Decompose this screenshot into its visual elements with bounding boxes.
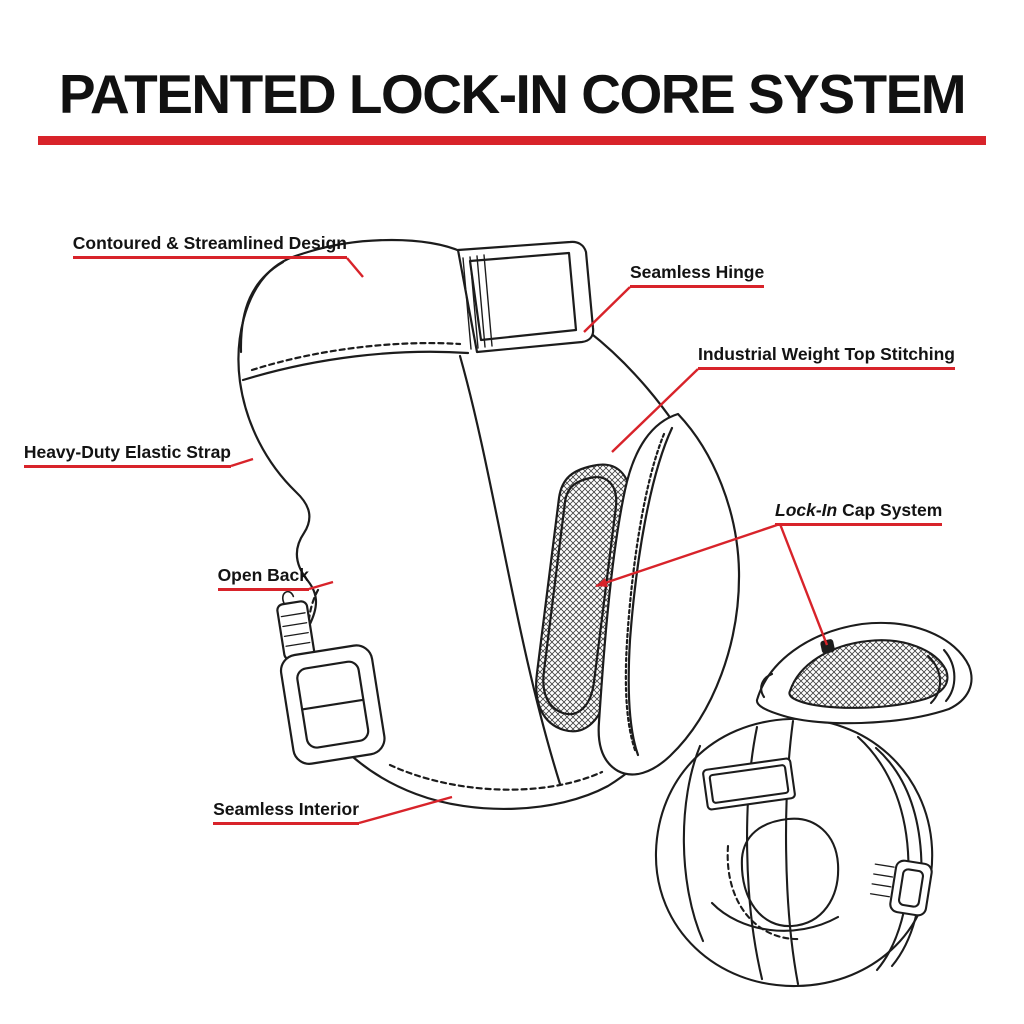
- detached-cap: [755, 621, 973, 725]
- cap-system-detail: [654, 621, 973, 988]
- left-seam: [682, 744, 705, 943]
- thigh-band-stitch: [250, 341, 462, 372]
- lock-in-cap: [597, 412, 741, 776]
- strap-band-edge: [874, 746, 923, 968]
- leader-lines: [230, 257, 829, 825]
- thigh-band-seam: [241, 350, 470, 382]
- callout-text: Heavy-Duty Elastic Strap: [23, 442, 231, 462]
- top-strap: [456, 240, 595, 354]
- callout-seamless-hinge: Seamless Hinge: [630, 262, 765, 288]
- page-title: PATENTED LOCK-IN CORE SYSTEM: [58, 63, 967, 125]
- callout-text: Open Back: [217, 565, 309, 585]
- callout-industrial-weight-top-stitching: Industrial Weight Top Stitching: [698, 344, 955, 370]
- leader-lockin-cap: [778, 523, 829, 646]
- leader-hinge: [583, 286, 631, 333]
- center-seam: [746, 725, 764, 981]
- leader-strap: [230, 457, 254, 468]
- lock-tab: [820, 639, 835, 654]
- callout-text: Cap System: [837, 500, 943, 520]
- callout-seamless-interior: Seamless Interior: [213, 799, 359, 825]
- callout-text: Seamless Interior: [213, 799, 359, 819]
- strap-buckle: [276, 590, 386, 765]
- cup-stitch: [726, 844, 803, 941]
- leader-stitching: [611, 368, 699, 453]
- elastic-texture: [280, 612, 311, 647]
- callout-text-italic: Lock-In: [775, 500, 838, 520]
- callout-lock-in-cap-system: Lock-In Cap System: [775, 500, 943, 526]
- callout-text: Seamless Hinge: [630, 262, 765, 282]
- cap-strap-curve-2: [942, 648, 956, 703]
- callout-text: Industrial Weight Top Stitching: [698, 344, 955, 364]
- leader-lockin-vent: [595, 522, 781, 588]
- callout-contoured-streamlined-design: Contoured & Streamlined Design: [72, 233, 347, 259]
- cap-tip-curl: [760, 672, 774, 699]
- bottom-seam: [710, 901, 840, 932]
- thigh-corner-seam: [239, 260, 285, 354]
- leader-contoured: [346, 257, 364, 278]
- strap-band-edge-2: [856, 735, 910, 972]
- leader-arrowhead: [596, 578, 608, 587]
- knee-cup-seam: [740, 817, 840, 928]
- leader-open-back: [308, 580, 334, 591]
- callout-heavy-duty-elastic-strap: Heavy-Duty Elastic Strap: [23, 442, 231, 468]
- center-seam-2: [784, 719, 800, 986]
- leader-interior: [358, 795, 453, 825]
- cap-inner-seam: [627, 426, 674, 757]
- bottom-stitch: [388, 763, 604, 791]
- callout-text: Contoured & Streamlined Design: [72, 233, 347, 253]
- cap-top-stitching: [624, 432, 666, 752]
- front-panel-seam: [458, 354, 562, 786]
- velcro-patch: [702, 757, 796, 811]
- side-buckle: [869, 859, 933, 917]
- knee-pad-side-view: [237, 238, 741, 811]
- title-underline-bar: [38, 136, 986, 145]
- callout-open-back: Open Back: [217, 565, 309, 591]
- strap-elastic-texture: [462, 254, 493, 350]
- cap-strap-curve: [926, 654, 942, 705]
- knee-pad-back-view: [654, 717, 934, 988]
